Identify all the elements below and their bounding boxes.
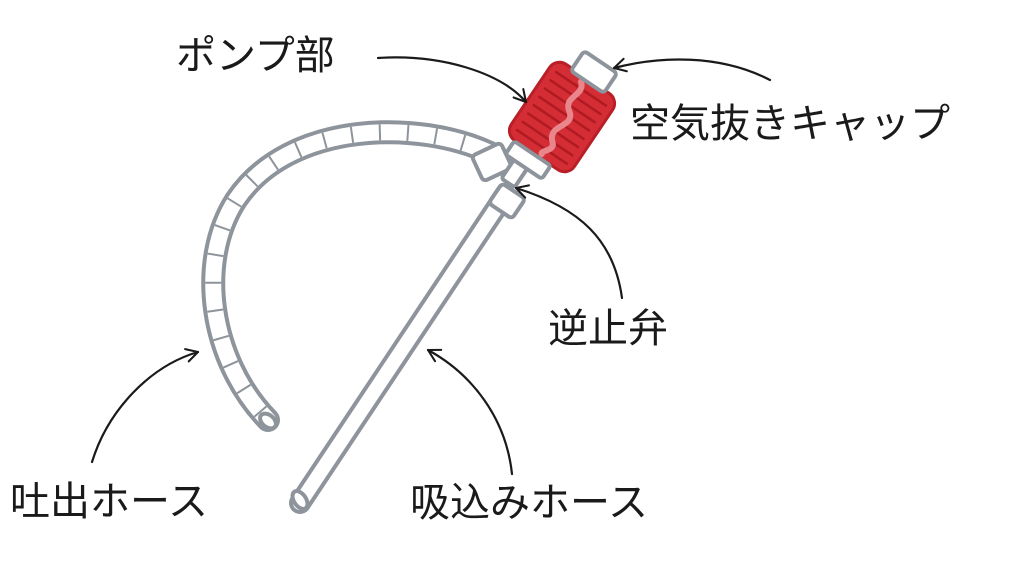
pump-label: ポンプ部 xyxy=(176,33,335,79)
check-valve-label: 逆止弁 xyxy=(548,306,668,352)
air-release-cap xyxy=(570,50,618,94)
outlet-hose-label: 吐出ホース xyxy=(10,479,208,525)
arrow-inlet-hose xyxy=(426,348,514,476)
arrow-outlet-hose xyxy=(90,348,200,464)
pump-lower-collar xyxy=(504,140,552,180)
inlet-hose-label: 吸込みホース xyxy=(410,480,648,526)
leader-arrows xyxy=(90,56,772,476)
air-cap-label: 空気抜きキャップ xyxy=(630,101,950,147)
arrow-pump xyxy=(376,56,528,104)
pump-body xyxy=(507,60,617,174)
outlet-hose xyxy=(201,120,502,432)
arrow-check-valve xyxy=(514,184,624,300)
arrow-air-cap xyxy=(612,57,772,82)
inlet-hose xyxy=(289,184,516,514)
